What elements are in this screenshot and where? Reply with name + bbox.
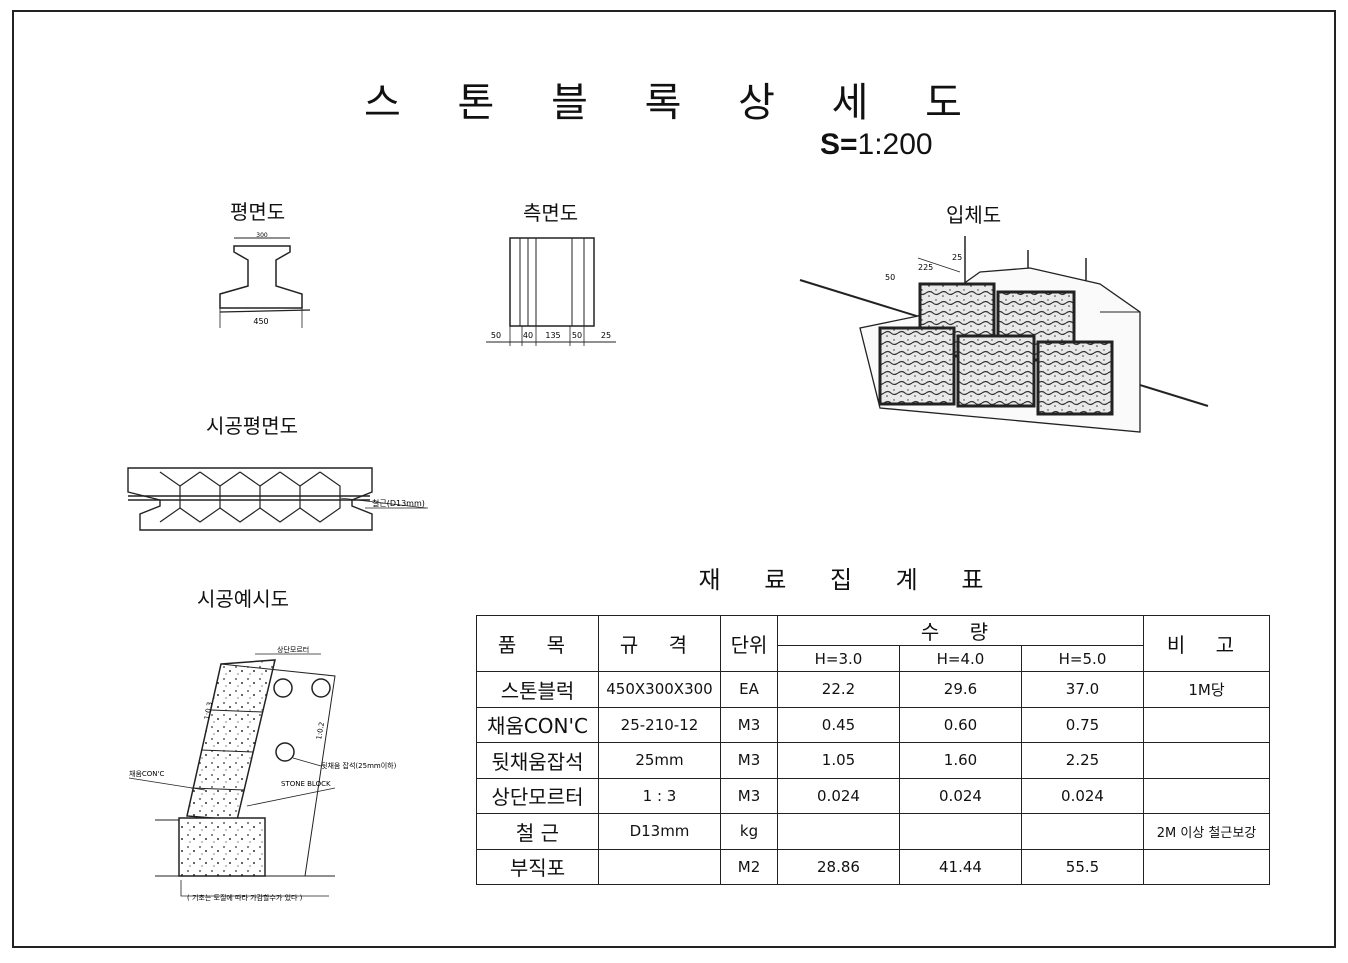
slope-left-label: 1:0.3: [203, 701, 214, 720]
cell-h5: 37.0: [1020, 671, 1145, 708]
cell-spec: D13mm: [598, 813, 721, 850]
cell-unit: M3: [720, 706, 778, 743]
cell-h4: 0.60: [899, 706, 1022, 743]
side-dim-2: 40: [523, 331, 533, 340]
cell-item: 뒷채움잡석: [476, 742, 599, 779]
cell-h5: 55.5: [1020, 848, 1145, 885]
cell-item: 채움CON'C: [476, 706, 599, 743]
header-h5: H=5.0: [1020, 645, 1145, 672]
table-row: 스톤블럭 450X300X300 EA 22.2 29.6 37.0 1M당: [476, 671, 1271, 708]
materials-table: 품 목 규 격 단위 수 량 비 고 H=3.0 H=4.0 H=5.0 스톤블…: [476, 615, 1271, 885]
cell-h3: 0.45: [777, 706, 900, 743]
iso-view-drawing: 50 225 25: [799, 236, 1209, 433]
cell-item: 스톤블럭: [476, 671, 599, 708]
header-item: 품 목: [476, 615, 599, 672]
cell-h5: [1020, 813, 1145, 850]
iso-view-label: 입체도: [946, 203, 1002, 227]
drawing-title: 스 톤 블 록 상 세 도: [364, 80, 984, 126]
side-dim-1: 50: [491, 331, 501, 340]
cell-spec: 25-210-12: [598, 706, 721, 743]
table-row: 채움CON'C 25-210-12 M3 0.45 0.60 0.75: [476, 706, 1271, 743]
cell-h3: 22.2: [777, 671, 900, 708]
cell-h4: 0.024: [899, 777, 1022, 814]
drawing-frame: [12, 10, 1336, 948]
cell-note: [1143, 848, 1271, 885]
scale-label: S=1:200: [820, 128, 933, 162]
scale-prefix: S=: [820, 128, 858, 161]
cell-h5: 2.25: [1020, 742, 1145, 779]
cell-spec: 450X300X300: [598, 671, 721, 708]
fill-concrete-label: 채움CON'C: [129, 769, 164, 778]
cell-h3: 1.05: [777, 742, 900, 779]
iso-dim-1: 50: [885, 273, 895, 282]
cell-note: [1143, 706, 1271, 743]
fill-stone-label: 뒷채움 잡석(25mm이하): [321, 761, 397, 770]
plan-bottom-dim: 450: [253, 317, 268, 326]
cell-note: [1143, 742, 1271, 779]
cell-h5: 0.024: [1020, 777, 1145, 814]
cell-h4: 41.44: [899, 848, 1022, 885]
iso-dim-3: 25: [952, 253, 962, 262]
cell-unit: M2: [720, 848, 778, 885]
iso-dim-2: 225: [918, 263, 933, 272]
table-row: 뒷채움잡석 25mm M3 1.05 1.60 2.25: [476, 742, 1271, 779]
side-dim-4: 50: [572, 331, 582, 340]
cell-unit: kg: [720, 813, 778, 850]
table-row: 상단모르터 1 : 3 M3 0.024 0.024 0.024: [476, 777, 1271, 814]
cell-h3: 0.024: [777, 777, 900, 814]
cell-h4: [899, 813, 1022, 850]
construction-example-label: 시공예시도: [197, 587, 289, 611]
cell-unit: EA: [720, 671, 778, 708]
side-dim-3: 135: [545, 331, 560, 340]
header-h3: H=3.0: [777, 645, 900, 672]
plan-view-label: 평면도: [230, 200, 286, 224]
cell-spec: 1 : 3: [598, 777, 721, 814]
cell-spec: 25mm: [598, 742, 721, 779]
cell-item: 철 근: [476, 813, 599, 850]
cell-note: 1M당: [1143, 671, 1271, 708]
cell-item: 상단모르터: [476, 777, 599, 814]
materials-table-title: 재 료 집 계 표: [698, 566, 1002, 594]
plan-view-drawing: 300 450: [219, 232, 311, 328]
table-row: 부직포 M2 28.86 41.44 55.5: [476, 848, 1271, 885]
cell-unit: M3: [720, 777, 778, 814]
side-dim-5: 25: [601, 331, 611, 340]
rebar-label: 철근(D13mm): [372, 498, 425, 508]
cell-h3: 28.86: [777, 848, 900, 885]
header-h4: H=4.0: [899, 645, 1022, 672]
cell-note: 2M 이상 철근보강: [1143, 813, 1271, 850]
construction-example-drawing: 상단모르터 1:0.3 1:0.2 뒷채움 잡석(25mm이하) 채움CON'C…: [128, 645, 397, 902]
header-note: 비 고: [1143, 615, 1271, 672]
scale-value: 1:200: [857, 128, 933, 161]
side-view-drawing: 50 40 135 50 25: [486, 237, 616, 346]
cell-h5: 0.75: [1020, 706, 1145, 743]
stone-block-label: STONE BLOCK: [281, 780, 331, 788]
header-quantity: 수 량: [776, 615, 1145, 646]
top-mortar-label: 상단모르터: [277, 645, 309, 654]
side-view-label: 측면도: [523, 201, 579, 225]
header-spec: 규 격: [598, 615, 721, 672]
construction-plan-drawing: 철근(D13mm): [127, 467, 428, 531]
cell-h4: 29.6: [899, 671, 1022, 708]
cell-spec: [598, 848, 721, 885]
slope-right-label: 1:0.2: [315, 721, 326, 740]
header-unit: 단위: [720, 615, 778, 672]
cell-h4: 1.60: [899, 742, 1022, 779]
table-row: 철 근 D13mm kg 2M 이상 철근보강: [476, 813, 1271, 850]
foundation-note: ( 기초는 토질에 따라 가감할수가 있다 ): [187, 893, 303, 902]
plan-top-dim: 300: [256, 232, 268, 239]
construction-plan-label: 시공평면도: [206, 414, 298, 438]
cell-unit: M3: [720, 742, 778, 779]
cell-item: 부직포: [476, 848, 599, 885]
cell-note: [1143, 777, 1271, 814]
cell-h3: [777, 813, 900, 850]
